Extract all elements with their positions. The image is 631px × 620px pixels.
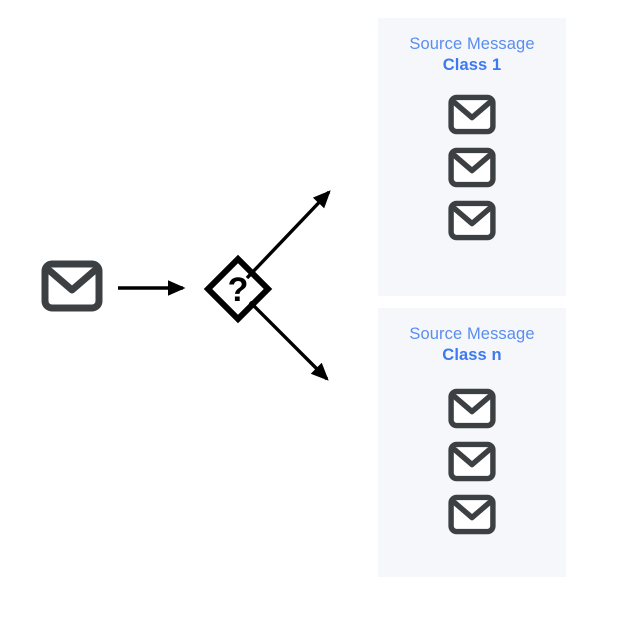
class-n-subtitle: Class n — [442, 346, 502, 365]
envelope-icon — [448, 388, 496, 429]
decision-diamond-question-icon: ? — [200, 251, 276, 332]
class-panel-class-n: Source Message Class n — [378, 308, 566, 577]
source-envelope-icon — [41, 260, 103, 312]
envelope-icon — [448, 147, 496, 188]
envelope-icon — [448, 94, 496, 135]
class-1-title: Source Message — [409, 35, 535, 53]
class-n-message-stack — [448, 388, 496, 535]
class-panel-class-1: Source Message Class 1 — [378, 18, 566, 296]
envelope-icon — [448, 441, 496, 482]
class-1-heading: Source Message Class 1 — [409, 34, 534, 76]
class-n-title: Source Message — [409, 325, 535, 343]
class-1-message-stack — [448, 94, 496, 241]
envelope-icon — [448, 494, 496, 535]
decision-question-mark: ? — [228, 271, 249, 309]
class-n-heading: Source Message Class n — [409, 324, 534, 366]
envelope-icon — [448, 200, 496, 241]
class-1-subtitle: Class 1 — [442, 56, 502, 75]
